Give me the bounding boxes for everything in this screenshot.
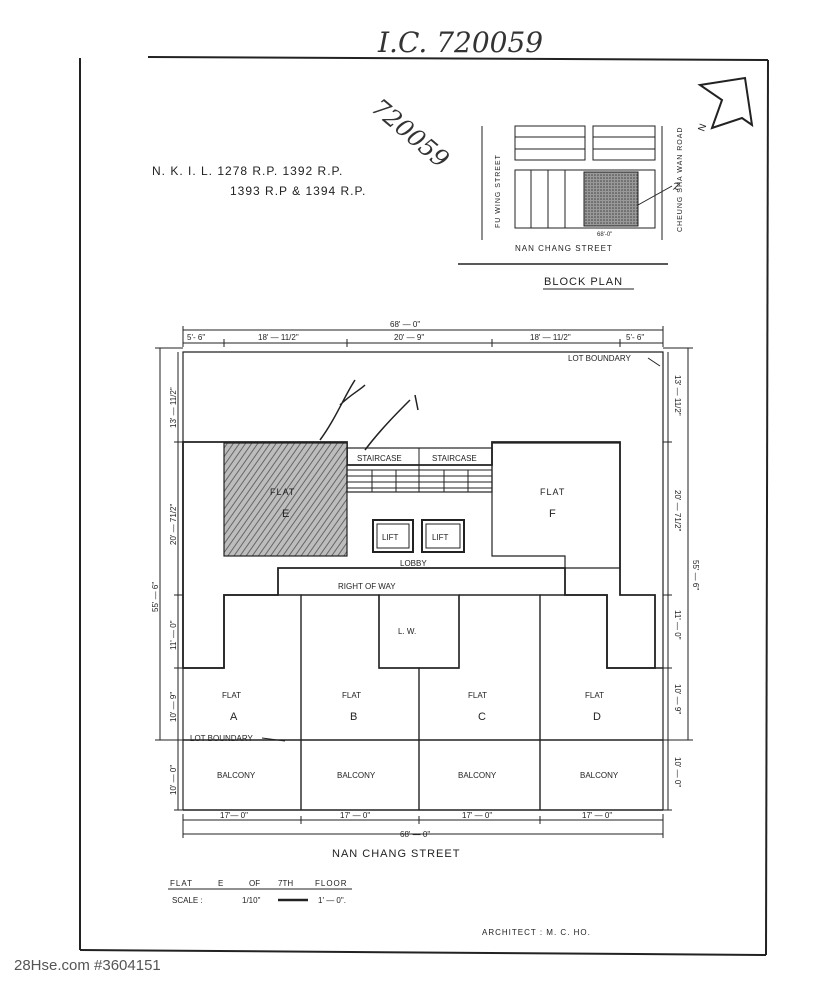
caption-title-floor: FLOOR <box>315 879 348 888</box>
bottom-dim-seg-1: 17'— 0" <box>220 811 248 820</box>
north-label: N <box>696 122 709 133</box>
balcony-a: BALCONY <box>217 771 256 780</box>
left-dimensions <box>155 347 183 811</box>
top-dim-seg-5: 5'- 6" <box>626 333 644 342</box>
balcony-b: BALCONY <box>337 771 376 780</box>
balcony-c: BALCONY <box>458 771 497 780</box>
top-dim-seg-4: 18' — 11/2" <box>530 333 571 342</box>
right-dim-seg-3: 11' — 0" <box>673 610 682 640</box>
right-dim-seg-1: 13' — 11/2" <box>673 375 682 416</box>
flat-f-word: FLAT <box>540 487 565 497</box>
flat-b-word: FLAT <box>342 691 361 700</box>
bottom-dim-seg-3: 17' — 0" <box>462 811 492 820</box>
handwritten-diagonal-ref: 720059 <box>366 93 454 173</box>
flat-e-letter: E <box>282 508 291 520</box>
left-dim-seg-1: 13' — 11/2" <box>169 387 178 428</box>
top-dim-seg-3: 20' — 9" <box>394 333 424 342</box>
lot-boundary-outline <box>182 351 664 810</box>
architect-label: ARCHITECT : M. C. HO. <box>482 928 591 937</box>
right-dim-seg-2: 20' — 71/2" <box>673 490 682 531</box>
flat-e-word: FLAT <box>270 487 295 497</box>
caption-title-7th: 7TH <box>278 879 293 888</box>
balcony-d: BALCONY <box>580 771 619 780</box>
lobby-label: LOBBY <box>400 559 427 568</box>
flat-d-word: FLAT <box>585 691 604 700</box>
lift-right <box>421 519 465 553</box>
flat-c-word: FLAT <box>468 691 487 700</box>
top-dim-seg-2: 18' — 11/2" <box>258 333 299 342</box>
flat-e-hatch <box>223 442 348 557</box>
left-dim-seg-3: 11' — 0" <box>169 620 178 650</box>
scale-value: 1/10" <box>242 896 261 905</box>
block-plan-title: BLOCK PLAN <box>544 276 623 288</box>
caption-title-e: E <box>218 879 223 888</box>
sheet-border <box>79 56 769 956</box>
svg-text:z: z <box>672 178 681 194</box>
lot-boundary-left-label: LOT BOUNDARY <box>190 734 253 743</box>
flat-a-word: FLAT <box>222 691 241 700</box>
block-plan-street-south: NAN CHANG STREET <box>515 244 613 253</box>
bottom-dimensions <box>182 814 664 838</box>
caption-title-of: OF <box>249 879 260 888</box>
lift-left-label: LIFT <box>382 533 399 542</box>
scale-label: SCALE : <box>172 896 203 905</box>
street-name: NAN CHANG STREET <box>332 848 460 860</box>
flat-b-letter: B <box>350 711 359 723</box>
lot-boundary-top-label: LOT BOUNDARY <box>568 354 631 363</box>
block-plan-street-west: FU WING STREET <box>495 154 502 228</box>
left-overall-dim: 55' — 6" <box>151 582 160 612</box>
left-dim-seg-2: 20' — 71/2" <box>169 504 178 545</box>
top-dim-seg-1: 5'- 6" <box>187 333 205 342</box>
top-dimensions <box>182 326 664 347</box>
left-dim-seg-4: 10' — 9" <box>169 692 178 722</box>
right-overall-dim: 55' — 6" <box>691 560 700 590</box>
right-of-way-label: RIGHT OF WAY <box>338 582 396 591</box>
block-plan-width: 68'-0" <box>597 232 612 238</box>
lift-right-label: LIFT <box>432 533 449 542</box>
scale-equals: 1' — 0". <box>318 896 346 905</box>
right-dimensions <box>663 347 693 811</box>
staircase-left-label: STAIRCASE <box>357 454 402 463</box>
handwritten-top-ref: I.C. 720059 <box>377 26 543 59</box>
bottom-dim-seg-4: 17' — 0" <box>582 811 612 820</box>
lift-left <box>372 519 414 553</box>
watermark: 28Hse.com #3604151 <box>14 957 161 974</box>
top-overall-dim: 68' — 0" <box>390 320 420 329</box>
left-dim-seg-5: 10' — 0" <box>169 765 178 795</box>
staircase-right-label: STAIRCASE <box>432 454 477 463</box>
bottom-overall-dim: 68' — 0" <box>400 830 430 839</box>
block-plan-street-east: CHEUNG SHA WAN ROAD <box>677 127 684 232</box>
right-dim-seg-5: 10' — 0" <box>673 757 682 787</box>
bottom-dim-seg-2: 17' — 0" <box>340 811 370 820</box>
lot-info-line1: N. K. I. L. 1278 R.P. 1392 R.P. <box>152 164 343 178</box>
caption-title-flat: FLAT <box>170 879 193 888</box>
lw-label: L. W. <box>398 627 416 636</box>
flat-c-letter: C <box>478 711 488 723</box>
north-arrow-icon: N <box>696 76 754 133</box>
right-dim-seg-4: 10' — 9" <box>673 684 682 714</box>
flat-a-letter: A <box>230 711 239 723</box>
lot-info-line2: 1393 R.P & 1394 R.P. <box>230 184 366 198</box>
block-plan: z 68'-0" FU WING STREET CHEUNG SHA WAN R… <box>458 125 684 290</box>
caption-title: FLAT E OF 7TH FLOOR <box>168 879 352 890</box>
lw-room <box>378 594 460 669</box>
flat-f-letter: F <box>549 508 558 520</box>
flat-f-outline <box>491 442 621 569</box>
flat-d-letter: D <box>593 711 603 723</box>
